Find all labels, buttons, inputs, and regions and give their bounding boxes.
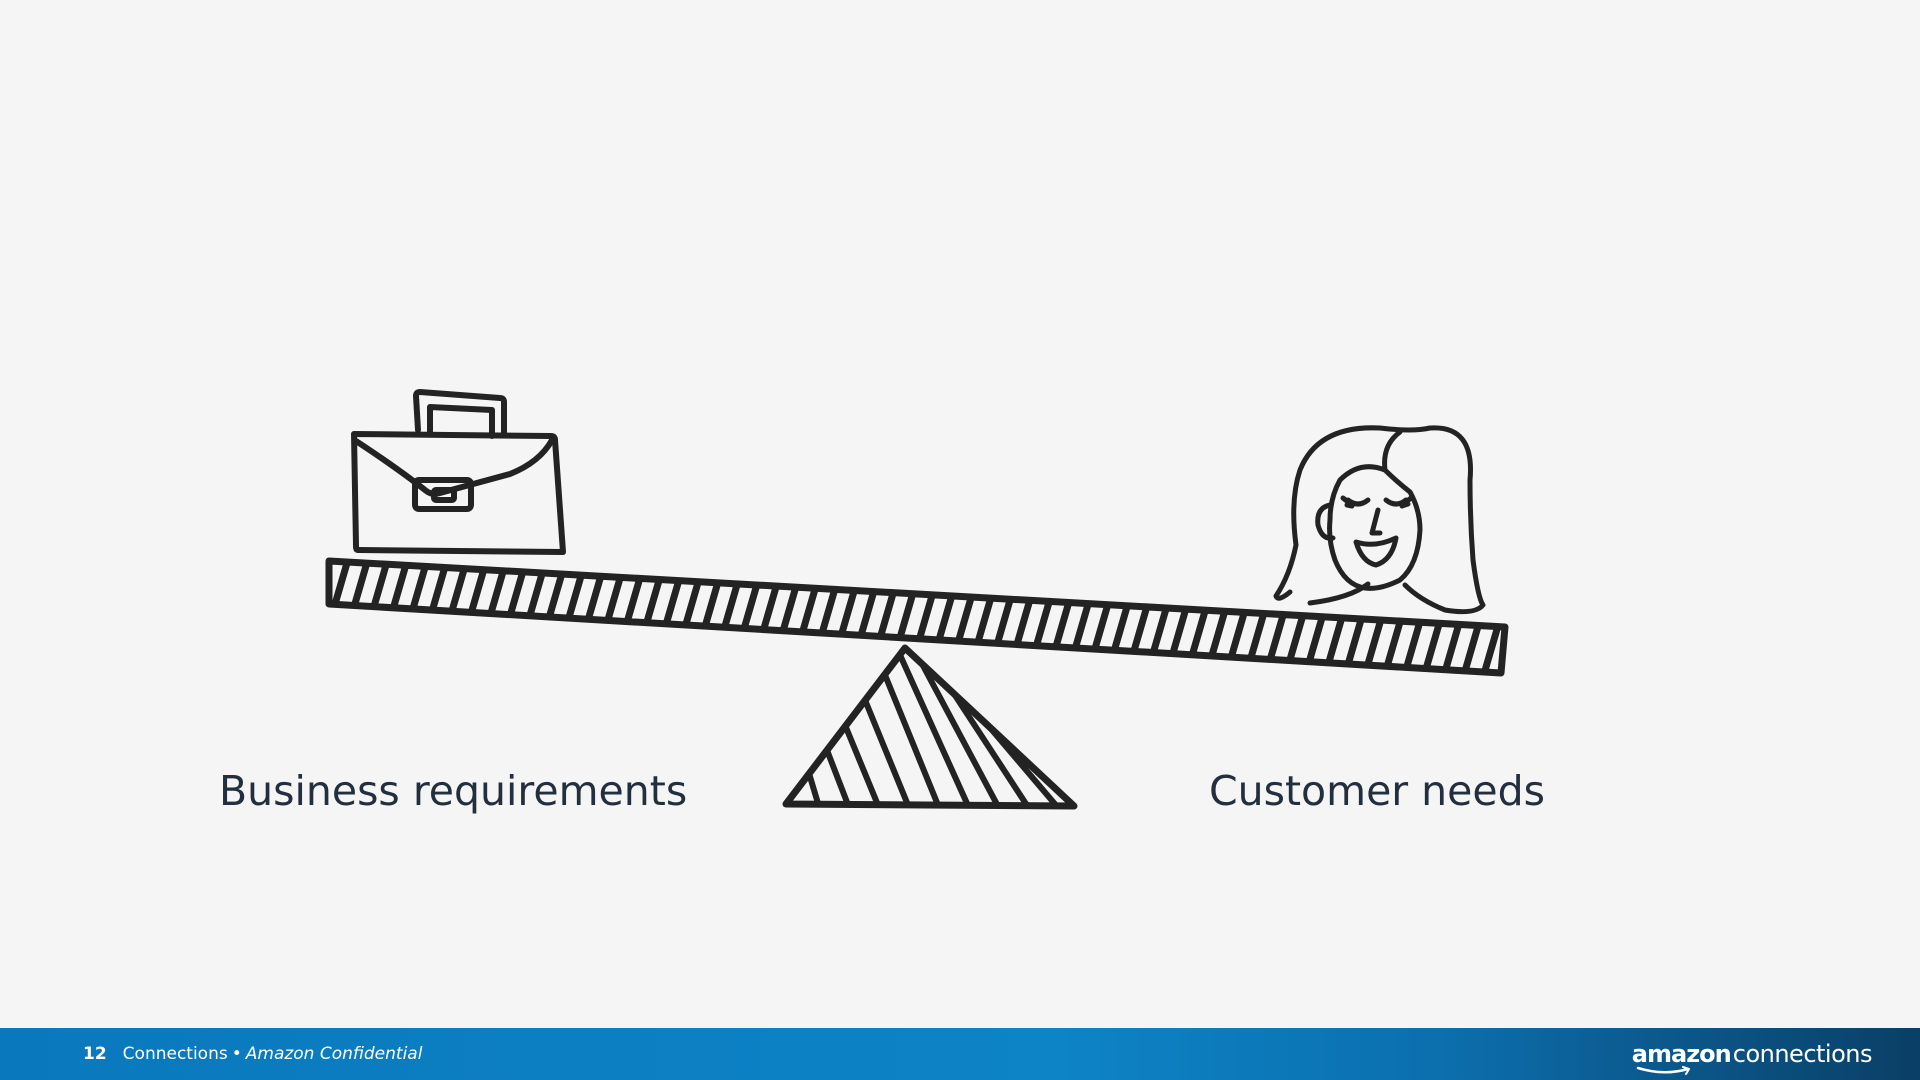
plank-hatch-stroke <box>1227 606 1249 662</box>
plank-hatch-stroke <box>584 570 605 626</box>
plank-hatch-stroke <box>467 563 488 619</box>
plank-hatch-stroke <box>564 569 586 625</box>
plank-hatch-stroke <box>1266 608 1288 664</box>
plank-hatch-stroke <box>915 588 937 644</box>
plank-hatch-stroke <box>1383 615 1405 671</box>
plank-hatch-stroke <box>506 565 527 621</box>
plank-hatch-stroke <box>408 561 430 616</box>
plank-hatch-stroke <box>1110 599 1132 655</box>
plank-hatch-stroke <box>701 576 722 632</box>
plank-hatch-stroke <box>1422 617 1444 673</box>
plank-hatch-stroke <box>603 571 625 627</box>
plank-hatch-stroke <box>1032 595 1054 651</box>
logo-brand: amazon <box>1631 1040 1732 1068</box>
plank-hatch-stroke <box>954 591 976 647</box>
plank-hatch-stroke <box>1013 594 1034 650</box>
briefcase-icon <box>351 389 566 555</box>
plank-hatch-stroke <box>1305 610 1327 666</box>
plank-hatch-stroke <box>1091 598 1112 654</box>
logo-product: connections <box>1732 1040 1873 1068</box>
plank-hatch-stroke <box>350 561 371 613</box>
plank-hatch-stroke <box>779 581 800 637</box>
plank-hatch-stroke <box>545 568 566 624</box>
page-number: 12 <box>83 1044 107 1064</box>
plank-hatch-stroke <box>837 584 859 640</box>
plank-hatch-stroke <box>389 561 410 615</box>
plank-hatch-stroke <box>720 578 742 634</box>
amazon-smile-icon <box>1636 1066 1690 1075</box>
footer-bar: 12 Connections • Amazon Confidential ama… <box>0 1028 1920 1080</box>
plank-hatch-stroke <box>369 561 391 614</box>
plank-hatch-stroke <box>1325 611 1346 667</box>
plank-hatch-stroke <box>857 585 878 641</box>
plank-hatch-stroke <box>993 593 1015 649</box>
plank-hatch-stroke <box>1052 596 1073 652</box>
plank-hatch-stroke <box>1208 605 1229 661</box>
plank-hatch-stroke <box>1364 614 1385 670</box>
plank-hatch-stroke <box>1344 613 1366 669</box>
plank-hatch-stroke <box>623 572 644 628</box>
plank-hatch-stroke <box>447 562 469 618</box>
seesaw-fulcrum <box>782 644 1078 810</box>
plank-hatch-stroke <box>642 573 664 629</box>
business-requirements-label: Business requirements <box>219 767 688 815</box>
customer-needs-label: Customer needs <box>1209 767 1546 815</box>
plank-hatch-stroke <box>818 583 839 639</box>
plank-hatch-stroke <box>1442 618 1463 673</box>
plank-hatch-stroke <box>740 579 761 635</box>
plank-hatch-stroke <box>1247 607 1268 663</box>
smiling-woman-icon <box>1273 425 1486 615</box>
plank-hatch-stroke <box>935 590 956 646</box>
plank-hatch-stroke <box>428 561 449 617</box>
confidential-label: Amazon Confidential <box>245 1044 423 1064</box>
plank-hatch-stroke <box>1481 620 1502 673</box>
plank-hatch-stroke <box>1071 597 1093 653</box>
seesaw-illustration <box>325 389 1509 810</box>
plank-hatch-stroke <box>681 575 703 631</box>
plank-hatch-stroke <box>759 580 781 636</box>
footer-section: Connections <box>122 1044 228 1064</box>
plank-hatch-stroke <box>330 561 352 612</box>
plank-hatch-stroke <box>525 567 547 623</box>
footer-separator: • <box>231 1044 242 1064</box>
plank-hatch-stroke <box>798 582 820 638</box>
plank-hatch-stroke <box>486 564 508 620</box>
seesaw-plank <box>325 557 1509 677</box>
plank-hatch-stroke <box>1461 619 1483 673</box>
plank-hatch-stroke <box>1188 604 1210 660</box>
plank-hatch-stroke <box>896 587 917 643</box>
footer-info: 12 Connections • Amazon Confidential <box>83 1028 422 1080</box>
plank-hatch-stroke <box>662 574 683 630</box>
plank-hatch-stroke <box>1286 609 1307 665</box>
plank-hatch-stroke <box>974 592 995 648</box>
amazon-connections-logo: amazonconnections <box>1631 1028 1873 1080</box>
plank-hatch-stroke <box>1403 616 1424 672</box>
plank-hatch-stroke <box>1149 602 1171 658</box>
plank-hatch-stroke <box>1169 603 1190 659</box>
plank-hatch-stroke <box>1130 600 1151 656</box>
plank-hatch-stroke <box>876 586 898 642</box>
